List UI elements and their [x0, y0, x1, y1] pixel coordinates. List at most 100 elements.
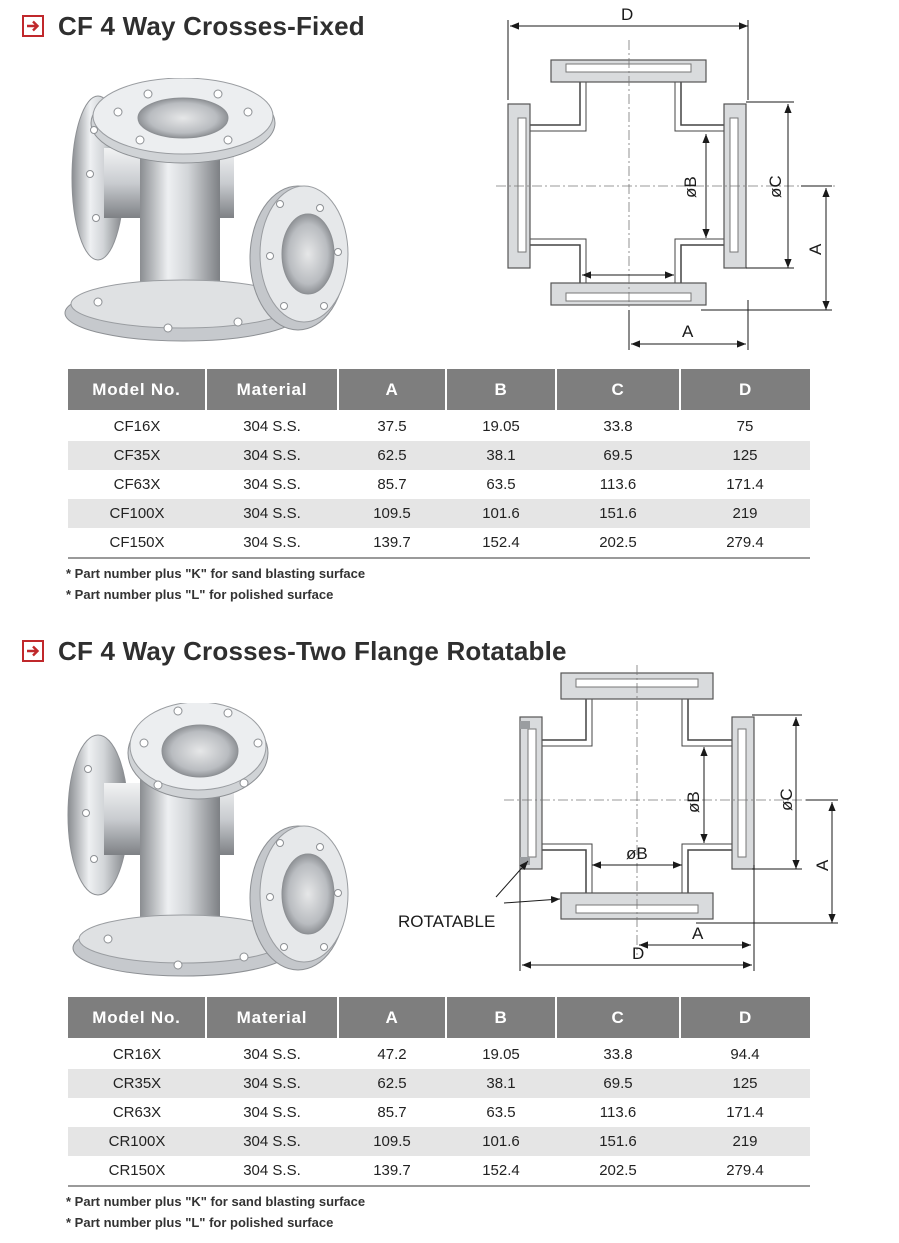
footnote: * Part number plus "L" for polished surf… [66, 1215, 334, 1230]
page-title: CF 4 Way Crosses-Two Flange Rotatable [58, 635, 567, 666]
dim-label-c: øC [777, 788, 796, 811]
cell: 69.5 [556, 1069, 680, 1098]
cell: 33.8 [556, 410, 680, 441]
cell: 85.7 [377, 476, 407, 493]
column-header: Material [206, 997, 339, 1039]
cell: CF100X [68, 499, 206, 528]
cell: CR35X [68, 1069, 206, 1098]
cell: 304 S.S. [206, 441, 338, 470]
table-header-row: Model No. Material A B C D [68, 997, 810, 1039]
cell: 38.1 [446, 1069, 556, 1098]
cell: 304 S.S. [206, 1156, 338, 1187]
product-photo-fixed-cross [64, 78, 349, 342]
cell: 171.4 [726, 1104, 764, 1121]
cell: 304 S.S. [206, 1038, 338, 1069]
cell: 63.5 [486, 476, 516, 493]
column-header: B [446, 997, 557, 1039]
cell: 202.5 [556, 1156, 680, 1187]
footnote: * Part number plus "K" for sand blasting… [66, 566, 366, 581]
dim-label-a-vertical: A [806, 243, 825, 255]
section-rotatable: CF 4 Way Crosses-Two Flange Rotatable [0, 625, 899, 1243]
cell: 94.4 [680, 1038, 810, 1069]
dim-label-a-horizontal: A [692, 924, 704, 943]
cell: 304 S.S. [243, 1104, 301, 1121]
technical-drawing-fixed: D øB øC A A [496, 5, 836, 350]
cell: CR63X [112, 1104, 162, 1121]
column-header: C [556, 997, 681, 1039]
cell: CR150X [68, 1156, 206, 1187]
cell: 152.4 [446, 528, 556, 559]
cell: 85.7 [377, 1104, 407, 1121]
dim-label-b-horizontal: øB [626, 844, 648, 863]
cell: 279.4 [680, 1156, 810, 1187]
cell: 304 S.S. [206, 528, 338, 559]
cell: 304 S.S. [206, 1069, 338, 1098]
dim-label-a-horizontal: A [682, 322, 694, 341]
dim-label-b-vertical: øB [684, 791, 703, 813]
cell: 151.6 [556, 499, 680, 528]
cell: 171.4 [726, 476, 764, 493]
cell: 219 [680, 499, 810, 528]
footnote: * Part number plus "K" for sand blasting… [66, 1194, 366, 1209]
cell: CR100X [68, 1127, 206, 1156]
arrow-right-box-icon [22, 15, 44, 37]
cell: 33.8 [556, 1038, 680, 1069]
page-title: CF 4 Way Crosses-Fixed [58, 10, 365, 41]
dim-label-a-vertical: A [813, 859, 832, 871]
technical-drawing-rotatable: øB øB øC A A D ROTATABLE [398, 665, 838, 971]
cell: 75 [680, 410, 810, 441]
cell: 304 S.S. [206, 499, 338, 528]
cell: 47.2 [338, 1038, 446, 1069]
footnotes: * Part number plus "K" for sand blasting… [66, 1191, 365, 1233]
column-header: B [446, 369, 557, 411]
cell: CR16X [68, 1038, 206, 1069]
cell: 19.05 [446, 1038, 556, 1069]
dim-label-c: øC [766, 175, 785, 198]
arrow-right-box-icon [22, 640, 44, 662]
column-header: C [556, 369, 681, 411]
cell: 125 [680, 441, 810, 470]
footnote: * Part number plus "L" for polished surf… [66, 587, 334, 602]
column-header: Model No. [68, 997, 207, 1039]
cell: 152.4 [446, 1156, 556, 1187]
cell: 101.6 [446, 1127, 556, 1156]
dim-label-d: D [621, 5, 633, 24]
cell: CF16X [68, 410, 206, 441]
cell: 63.5 [486, 1104, 516, 1121]
table-row: CR63X 304 S.S. 85.7 63.5 113.6 171.4 [68, 1098, 810, 1127]
cell: 113.6 [599, 1104, 637, 1121]
table-header-row: Model No. Material A B C D [68, 369, 810, 411]
cell: 37.5 [338, 410, 446, 441]
cell: 69.5 [556, 441, 680, 470]
cell: 113.6 [599, 476, 637, 493]
cell: 139.7 [338, 528, 446, 559]
column-header: Material [206, 369, 339, 411]
dim-label-d: D [632, 944, 644, 963]
rotatable-label: ROTATABLE [398, 912, 495, 931]
dim-label-b: øB [681, 176, 700, 198]
cell: 304 S.S. [243, 476, 301, 493]
cell: CF35X [68, 441, 206, 470]
section-heading: CF 4 Way Crosses-Fixed [22, 10, 365, 42]
cell: 109.5 [338, 1127, 446, 1156]
cell: 62.5 [338, 441, 446, 470]
cell: 101.6 [446, 499, 556, 528]
cell: 109.5 [338, 499, 446, 528]
footnotes: * Part number plus "K" for sand blasting… [66, 563, 365, 605]
section-heading: CF 4 Way Crosses-Two Flange Rotatable [22, 635, 567, 667]
column-header: A [338, 997, 447, 1039]
cell: 125 [680, 1069, 810, 1098]
column-header: D [680, 997, 810, 1039]
cell: 19.05 [446, 410, 556, 441]
cell: 279.4 [680, 528, 810, 559]
column-header: Model No. [68, 369, 207, 411]
cell: 38.1 [446, 441, 556, 470]
